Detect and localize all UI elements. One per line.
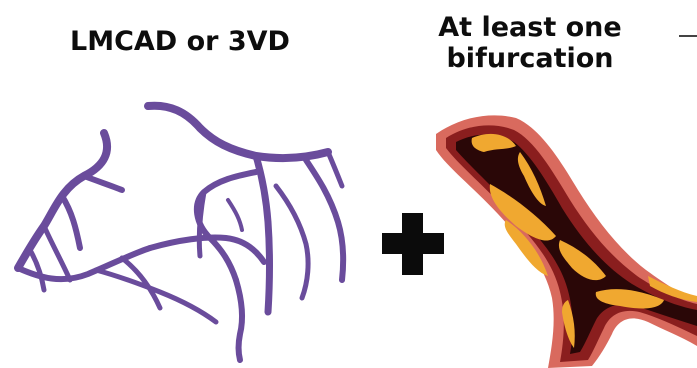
- bifurcation-vessel-illustration: [0, 0, 697, 368]
